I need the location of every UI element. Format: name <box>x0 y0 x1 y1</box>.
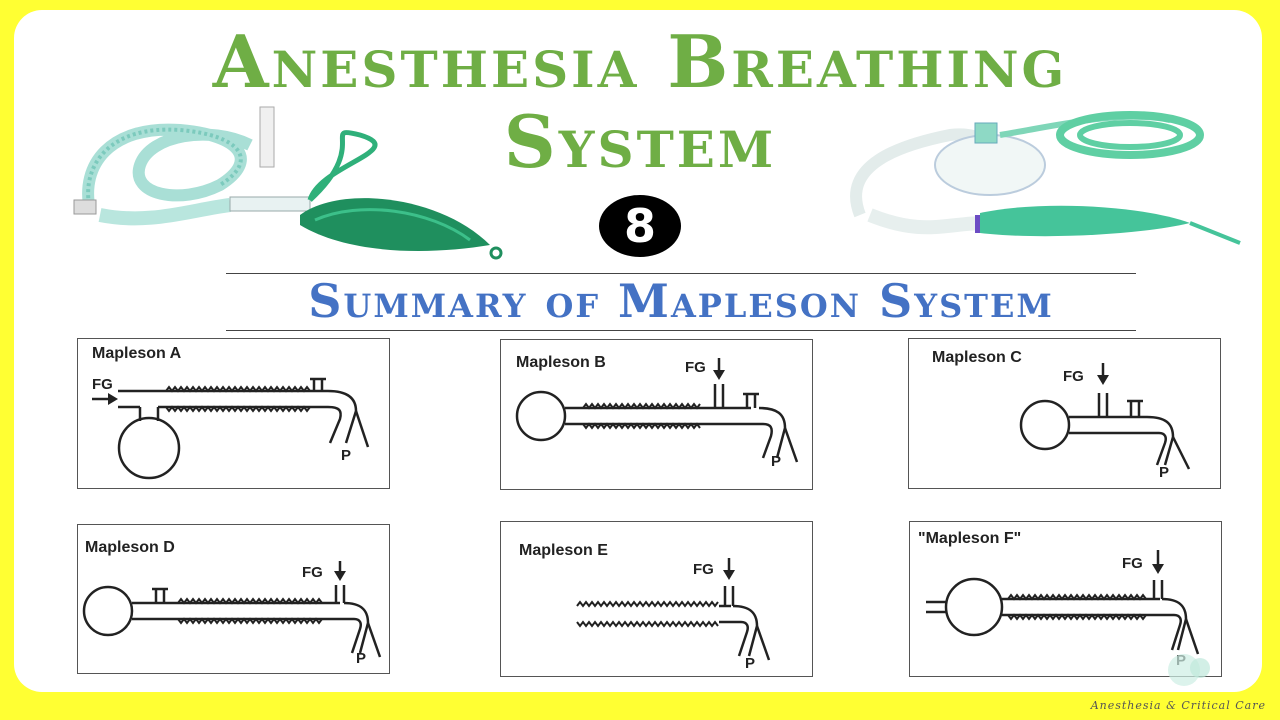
watermark-text: Anesthesia & Critical Care <box>1090 699 1266 712</box>
fg-label: FG <box>1122 555 1143 572</box>
subtitle-rule-top <box>226 273 1136 274</box>
p-label: P <box>1159 464 1169 481</box>
corrugated-tube <box>582 402 701 410</box>
panel-label: Mapleson C <box>932 349 1022 366</box>
mapleson-b-diagram: FG P <box>515 358 799 470</box>
mapleson-e-diagram: FG P <box>576 558 771 672</box>
corrugated-tube <box>165 385 311 393</box>
corrugated-tube <box>1007 593 1147 601</box>
corrugated-tube <box>576 620 719 628</box>
subtitle: Summary of Mapleson System <box>308 274 1054 328</box>
breathing-circuit-image-left <box>73 106 503 260</box>
page-title-line1: Anesthesia Breathing <box>212 19 1068 104</box>
corrugated-tube <box>177 597 323 605</box>
mapleson-a-diagram: FG P <box>92 376 370 480</box>
corrugated-tube <box>165 405 311 413</box>
panel-label: Mapleson B <box>516 354 606 371</box>
mapleson-f-panel: "Mapleson F" FG P <box>909 521 1222 677</box>
mapleson-b-panel: Mapleson B FG P <box>500 339 813 490</box>
breathing-circuit-image-right <box>850 111 1241 245</box>
fg-label: FG <box>693 561 714 578</box>
panel-label: "Mapleson F" <box>918 530 1022 547</box>
mapleson-d-panel: Mapleson D FG P <box>77 524 390 674</box>
page-title-line2: System <box>503 99 777 184</box>
panel-label: Mapleson D <box>85 539 175 556</box>
corrugated-tube <box>576 600 719 608</box>
p-label: P <box>356 650 366 667</box>
mapleson-c-diagram: FG P <box>1019 363 1191 481</box>
corrugated-tube <box>582 422 701 430</box>
fg-label: FG <box>685 359 706 376</box>
mapleson-e-panel: Mapleson E FG P <box>500 521 813 677</box>
p-label: P <box>745 655 755 672</box>
number-badge: 8 <box>599 195 681 257</box>
watermark-logo-icon <box>1168 654 1210 686</box>
fg-label: FG <box>92 376 113 393</box>
p-label: P <box>341 447 351 464</box>
subtitle-rule-bottom <box>226 330 1136 331</box>
corrugated-tube <box>1007 613 1147 621</box>
fg-label: FG <box>302 564 323 581</box>
mapleson-c-panel: Mapleson C FG P <box>908 338 1221 489</box>
mapleson-a-panel: Mapleson A FG P <box>77 338 390 489</box>
fg-label: FG <box>1063 368 1084 385</box>
panel-label: Mapleson A <box>92 345 182 362</box>
mapleson-d-diagram: FG P <box>82 561 382 667</box>
corrugated-tube <box>177 617 323 625</box>
panel-label: Mapleson E <box>519 542 608 559</box>
p-label: P <box>771 453 781 470</box>
